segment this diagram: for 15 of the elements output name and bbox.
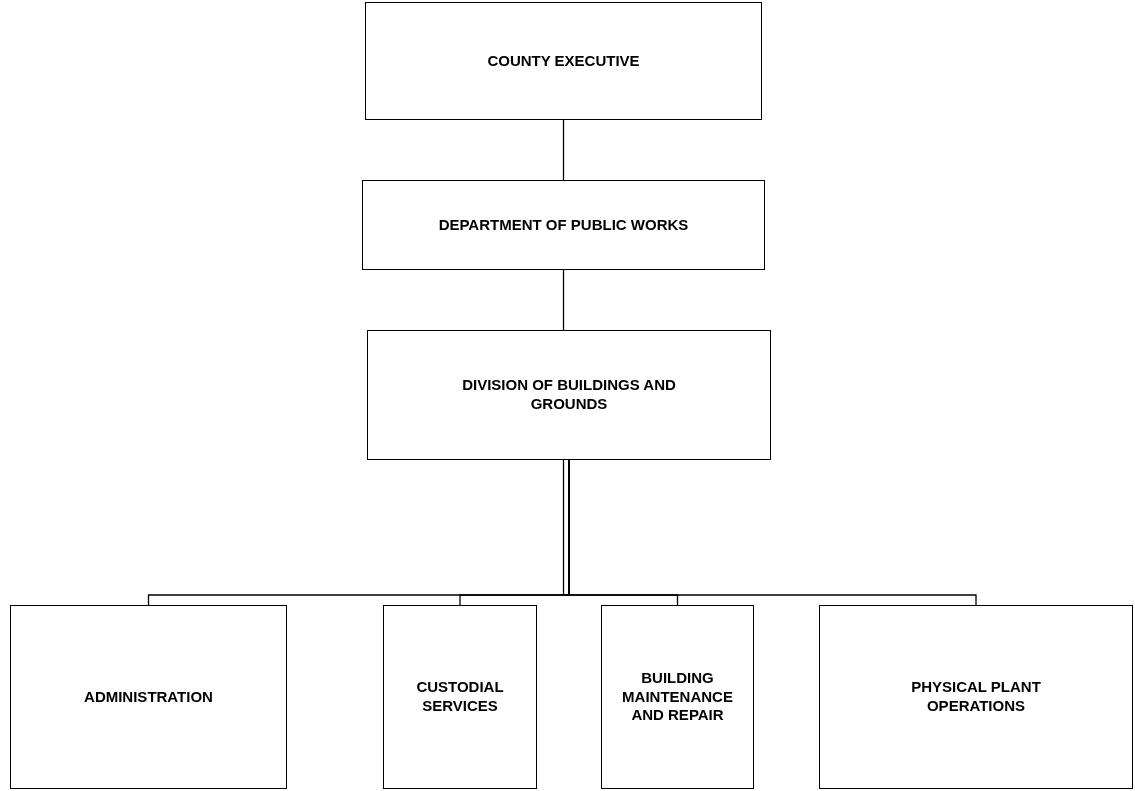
- connector-line: [562, 119, 565, 181]
- unit-title: ADMINISTRATION: [84, 687, 213, 707]
- org-box: [367, 330, 771, 460]
- unit-title: DEPARTMENT OF PUBLIC WORKS: [438, 215, 689, 235]
- unit-title: DIVISION OF BUILDINGS AND GROUNDS: [461, 376, 677, 414]
- org-box: [819, 605, 1133, 789]
- org-box: [10, 605, 287, 789]
- unit-title: CUSTODIAL SERVICES: [415, 678, 505, 716]
- org-box: [601, 605, 754, 789]
- org-box: [362, 180, 765, 270]
- unit-title: BUILDING MAINTENANCE AND REPAIR: [621, 668, 734, 726]
- org-box: [383, 605, 537, 789]
- unit-title: COUNTY EXECUTIVE: [487, 51, 640, 71]
- unit-title: PHYSICAL PLANT OPERATIONS: [910, 678, 1042, 716]
- org-box: [365, 2, 762, 120]
